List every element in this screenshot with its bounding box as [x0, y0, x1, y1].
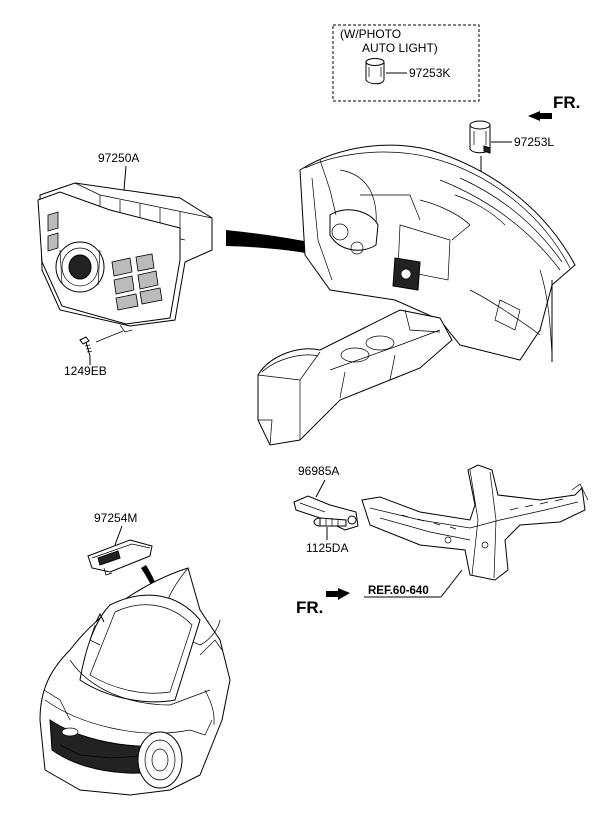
- photo-box-title-line1: (W/PHOTO: [340, 27, 401, 41]
- cowl-cross-bar-ref-60-640: [361, 464, 589, 581]
- label-1249EB: 1249EB: [64, 364, 107, 378]
- label-97254M: 97254M: [94, 511, 137, 525]
- dashboard-assembly: [299, 144, 576, 362]
- sensor-97254M-part: [87, 539, 153, 576]
- label-1125DA: 1125DA: [306, 541, 348, 555]
- vehicle-front-view: [39, 567, 231, 796]
- fr-label-bottom: FR.: [296, 598, 323, 617]
- sensor-97253K-part: [365, 58, 385, 85]
- ref-leader-line: [440, 569, 463, 598]
- label-97253L: 97253L: [514, 135, 554, 149]
- sensor-97253L-part: [469, 120, 491, 154]
- screw-1249EB: [79, 336, 93, 357]
- heater-control-unit-97250A: [37, 182, 213, 333]
- label-97253K: 97253K: [409, 66, 450, 80]
- fr-label-top: FR.: [553, 93, 580, 112]
- label-97250A: 97250A: [98, 151, 139, 165]
- bolt-1125DA: [313, 517, 347, 527]
- photo-auto-light-option-box: (W/PHOTO AUTO LIGHT) 97253K: [332, 24, 480, 102]
- front-direction-indicator-bottom: FR.: [296, 588, 350, 617]
- center-console: [257, 309, 453, 446]
- label-96985A: 96985A: [298, 464, 339, 478]
- ref-label: REF.60-640: [368, 585, 429, 597]
- photo-box-title-line2: AUTO LIGHT): [362, 41, 438, 55]
- front-direction-indicator-top: FR.: [528, 93, 580, 121]
